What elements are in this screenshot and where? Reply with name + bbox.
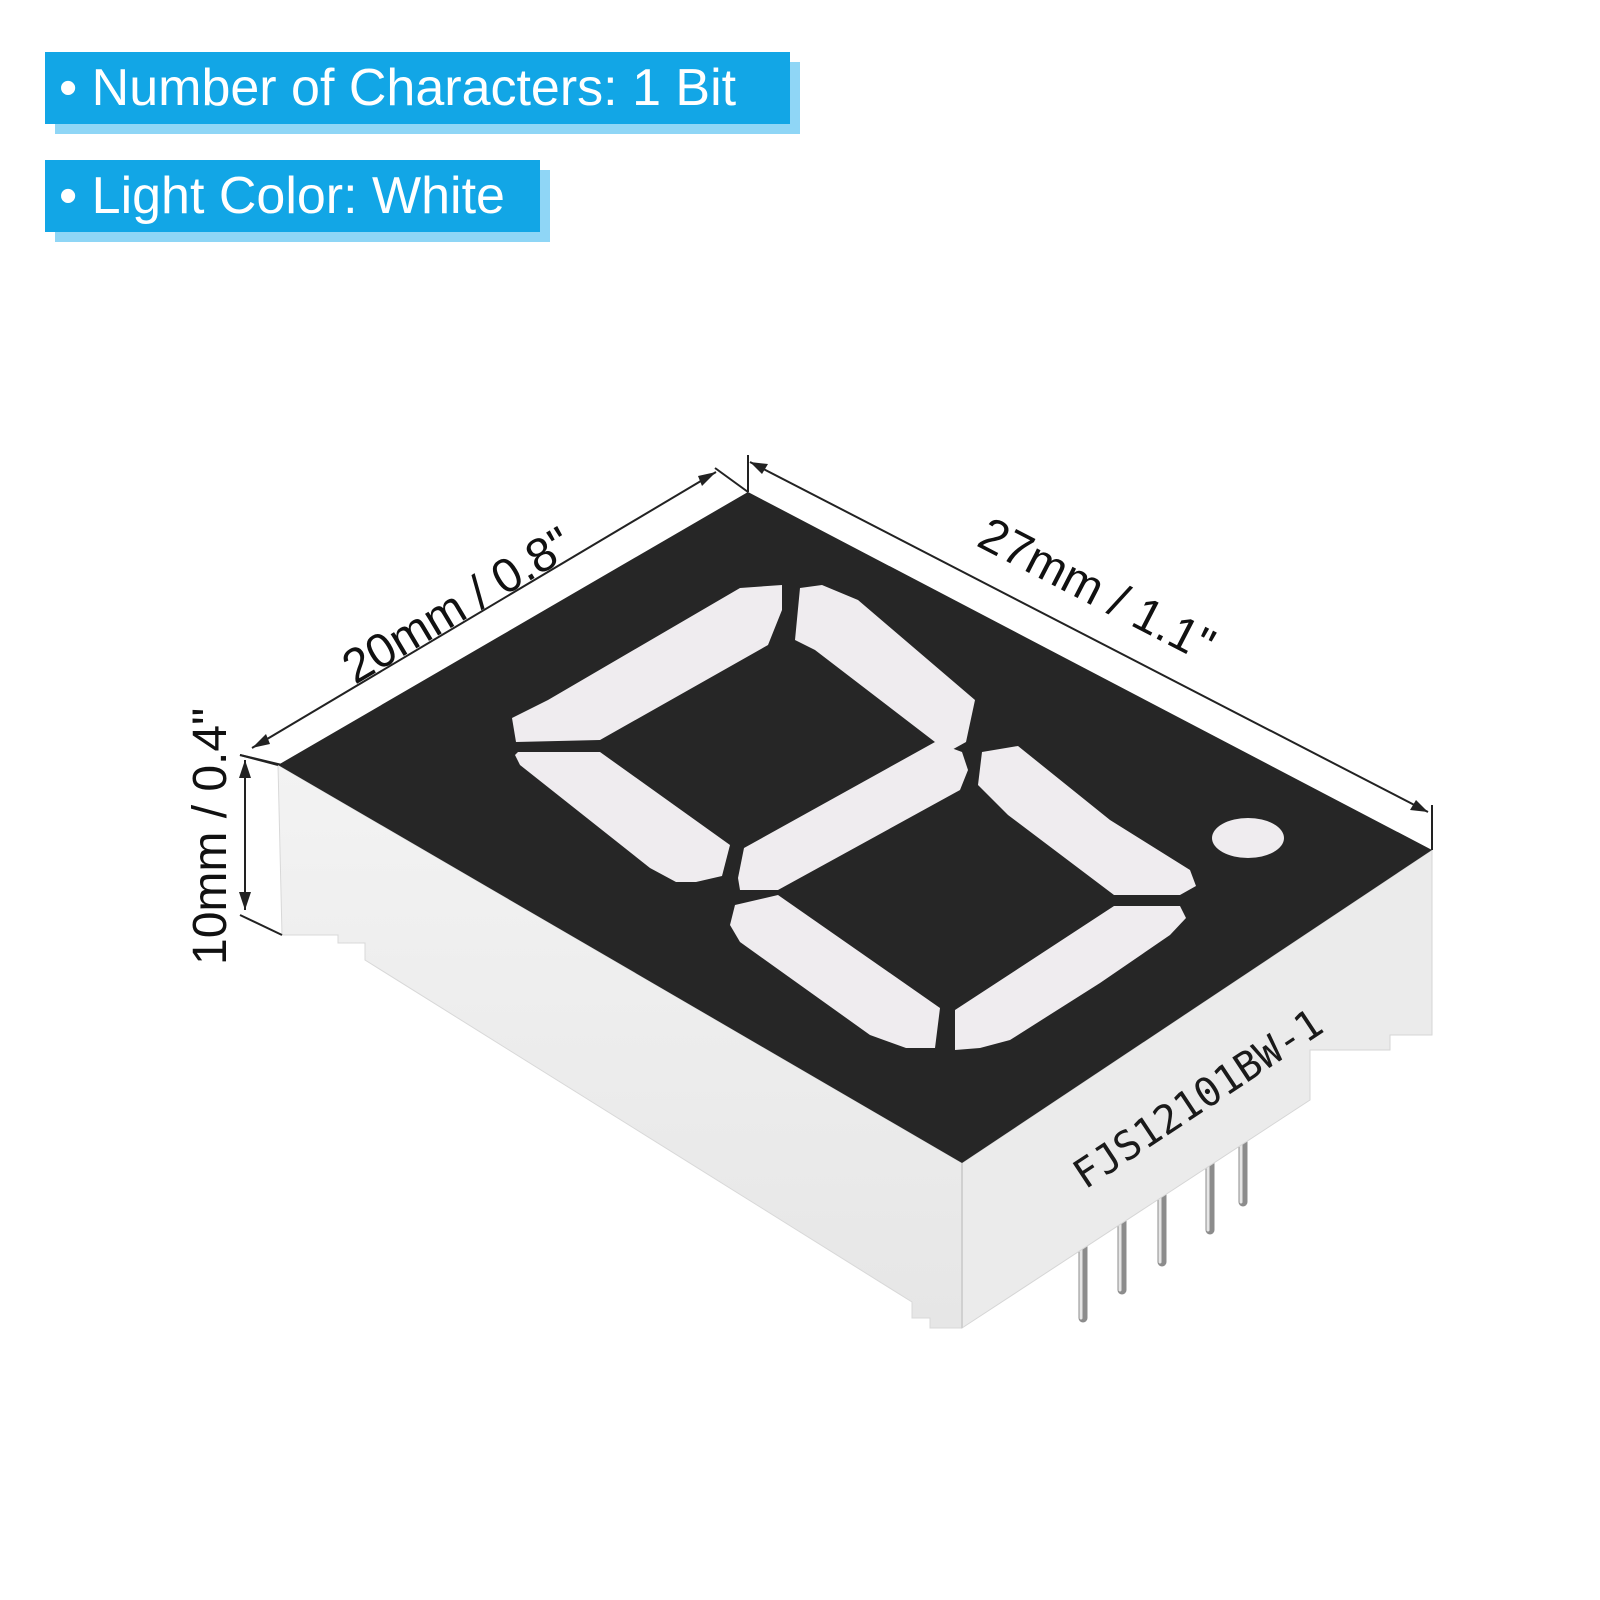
dimension-width [239,467,749,766]
feature-text-light-color: • Light Color: White [59,167,505,225]
segment-top-right [795,585,975,752]
segment-lower-left [730,895,940,1048]
feature-text-characters: • Number of Characters: 1 Bit [59,59,737,117]
seven-segment-digit [512,585,1284,1050]
feature-tag-light-color: • Light Color: White [45,160,540,232]
dimension-height [239,754,283,936]
segment-middle [738,742,968,890]
segment-upper-right [978,746,1196,895]
feature-tag-characters: • Number of Characters: 1 Bit [45,52,790,124]
segment-upper-left [515,752,730,882]
dimension-height-label: 10mm / 0.4" [184,708,237,965]
segment-top-left [512,585,782,742]
decimal-point [1212,818,1284,858]
pin [1205,1155,1215,1235]
segment-lower-right [955,906,1186,1050]
dimension-length [747,455,1433,850]
pin [1238,1135,1248,1207]
body-right-side [961,849,1433,1329]
